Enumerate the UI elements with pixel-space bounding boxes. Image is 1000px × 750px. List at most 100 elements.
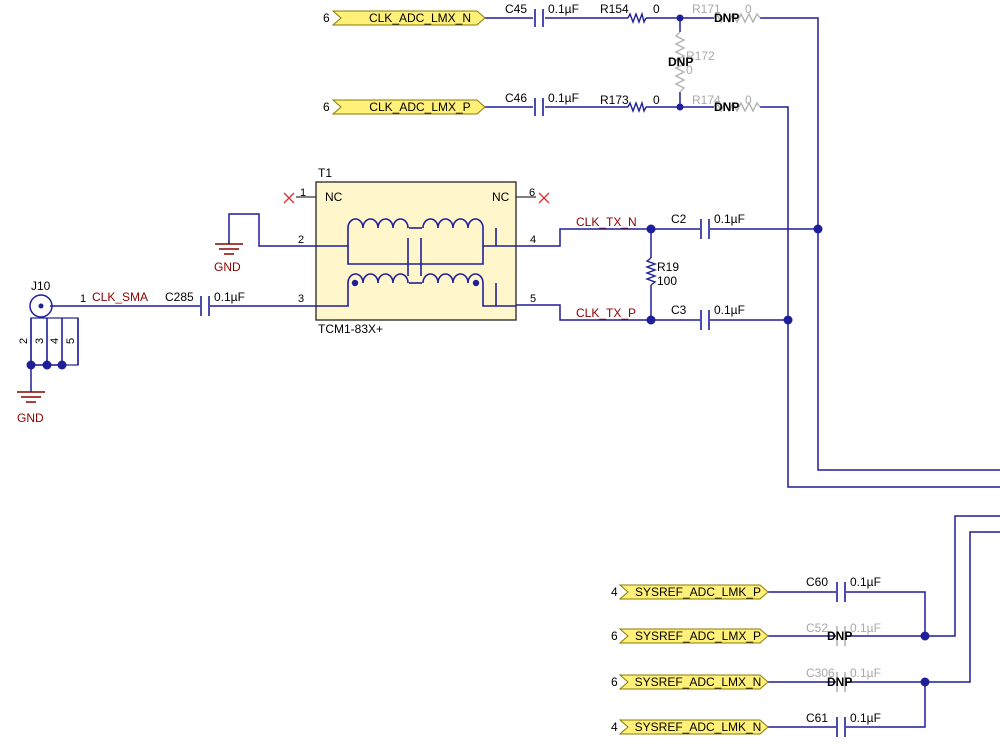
pin-number: 3: [298, 293, 304, 305]
pin-number: 6: [529, 187, 535, 199]
junction-r154: [676, 14, 684, 22]
port-label: CLK_ADC_LMX_P: [369, 100, 470, 114]
ref-designator: C52: [806, 621, 828, 635]
dnp-label: DNP: [714, 100, 739, 114]
port-sheet-number: 4: [611, 720, 618, 734]
capacitor-c61[interactable]: C61 0.1µF: [806, 711, 881, 737]
ref-designator: J10: [31, 279, 51, 293]
port-sysref-adc-lmk-p[interactable]: SYSREF_ADC_LMK_P 4: [611, 584, 769, 600]
port-label: SYSREF_ADC_LMK_P: [635, 585, 761, 599]
port-clk-adc-lmx-n[interactable]: CLK_ADC_LMX_N 6: [323, 10, 486, 26]
part-number: TCM1-83X+: [318, 322, 383, 336]
port-sheet-number: 6: [323, 100, 330, 114]
port-sysref-adc-lmx-n[interactable]: SYSREF_ADC_LMX_N 6: [611, 674, 769, 690]
capacitor-c60[interactable]: C60 0.1µF: [806, 575, 881, 602]
port-label: SYSREF_ADC_LMX_P: [635, 629, 761, 643]
winding-coil-icon: [347, 273, 484, 284]
value-label: 100: [657, 274, 677, 288]
ground-symbol-1: GND: [214, 240, 243, 274]
port-sysref-adc-lmx-p[interactable]: SYSREF_ADC_LMX_P 6: [611, 628, 769, 644]
wire-bus1: [925, 515, 1000, 637]
dnp-label: DNP: [714, 11, 739, 25]
resistor-r19[interactable]: R19 100: [645, 257, 679, 288]
value-label: 0.1µF: [714, 303, 745, 317]
wire-pin4: [516, 228, 700, 247]
value-label: 0.1µF: [714, 212, 745, 226]
dnp-label: DNP: [827, 629, 852, 643]
ref-designator: C46: [505, 91, 527, 105]
port-sysref-adc-lmk-n[interactable]: SYSREF_ADC_LMK_N 4: [611, 719, 769, 735]
net-label-clk-tx-p: CLK_TX_P: [576, 306, 636, 320]
value-label: 0.1µF: [850, 711, 881, 725]
junctions: [26, 14, 930, 687]
pin-number: 1: [300, 187, 306, 199]
port-label: SYSREF_ADC_LMX_N: [635, 675, 762, 689]
value-label: 0.1µF: [548, 2, 579, 16]
resistor-r171-dnp[interactable]: R171 0 DNP: [692, 2, 761, 25]
transformer-body: [315, 181, 517, 321]
capacitor-c3[interactable]: C3 0.1µF: [671, 303, 745, 330]
capacitor-c285[interactable]: C285 0.1µF: [165, 290, 245, 316]
sma-center-pin-icon: [38, 303, 44, 309]
junction-r19-top: [646, 224, 656, 234]
wire-gnd-pin2: [228, 213, 316, 247]
ground-label: GND: [214, 260, 241, 274]
ref-designator: C45: [505, 2, 527, 16]
transformer-t1[interactable]: T1 TCM1-83X+ NC NC 1 2 3 4 5 6: [283, 166, 550, 336]
pin-number: 1: [80, 293, 86, 305]
pin-number: 2: [18, 338, 30, 344]
junction-c3-bus: [783, 315, 793, 325]
wire-c60-out: [846, 591, 926, 636]
port-sheet-number: 6: [323, 11, 330, 25]
pin-number: 3: [34, 338, 46, 344]
pin-number: 4: [49, 338, 61, 344]
capacitor-c46[interactable]: C46 0.1µF: [505, 91, 579, 116]
no-connect-icon: [283, 192, 295, 204]
ref-designator: C306: [806, 666, 835, 680]
no-connect-icon: [538, 192, 550, 204]
value-label: 0.1µF: [850, 666, 881, 680]
wire-pin5: [516, 304, 700, 321]
capacitor-c52-dnp[interactable]: C52 0.1µF DNP: [806, 621, 881, 646]
wire-bus2: [925, 531, 1000, 683]
port-clk-adc-lmx-p[interactable]: CLK_ADC_LMX_P 6: [323, 99, 486, 115]
resistor-r172-dnp[interactable]: R172 0 DNP: [668, 31, 715, 93]
junction-c2-bus: [813, 224, 823, 234]
value-label: 0.1µF: [850, 621, 881, 635]
value-label: 0.1µF: [850, 575, 881, 589]
value-label: 0: [653, 93, 660, 107]
polarity-dot-icon: [351, 279, 359, 287]
resistor-r174-dnp[interactable]: R174 0 DNP: [692, 93, 761, 114]
nc-label-left: NC: [325, 190, 343, 204]
capacitor-c306-dnp[interactable]: C306 0.1µF DNP: [806, 666, 881, 692]
junction-r19-bot: [646, 315, 656, 325]
value-label: 0.1µF: [214, 290, 245, 304]
ground-label: GND: [17, 411, 44, 425]
ref-designator: R171: [692, 2, 721, 16]
sma-connector-icon: [29, 294, 53, 318]
capacitor-c2[interactable]: C2 0.1µF: [671, 212, 745, 239]
resistor-r154[interactable]: R154 0: [600, 2, 660, 25]
ref-designator: R172: [686, 49, 715, 63]
ref-designator: C61: [806, 711, 828, 725]
value-label: 0: [686, 63, 693, 77]
ref-designator: R174: [692, 93, 721, 107]
wires: [30, 17, 1000, 728]
net-label-clk-sma: CLK_SMA: [92, 290, 148, 304]
dnp-label: DNP: [668, 55, 693, 69]
nc-label-right: NC: [492, 190, 510, 204]
value-label: 0: [745, 2, 752, 16]
pin-number: 5: [65, 338, 77, 344]
ref-designator: R19: [657, 260, 679, 274]
ref-designator: T1: [318, 166, 332, 180]
dnp-label: DNP: [827, 675, 852, 689]
port-sheet-number: 4: [611, 585, 618, 599]
ref-designator: R173: [600, 93, 629, 107]
capacitor-c45[interactable]: C45 0.1µF: [505, 2, 579, 27]
ref-designator: C2: [671, 212, 687, 226]
wire-dnp1-out: [760, 17, 1000, 471]
connector-j10[interactable]: J10 1 2 3 4 5: [18, 279, 86, 366]
wire-c61-out: [846, 682, 926, 728]
resistor-r173[interactable]: R173 0: [600, 93, 660, 114]
